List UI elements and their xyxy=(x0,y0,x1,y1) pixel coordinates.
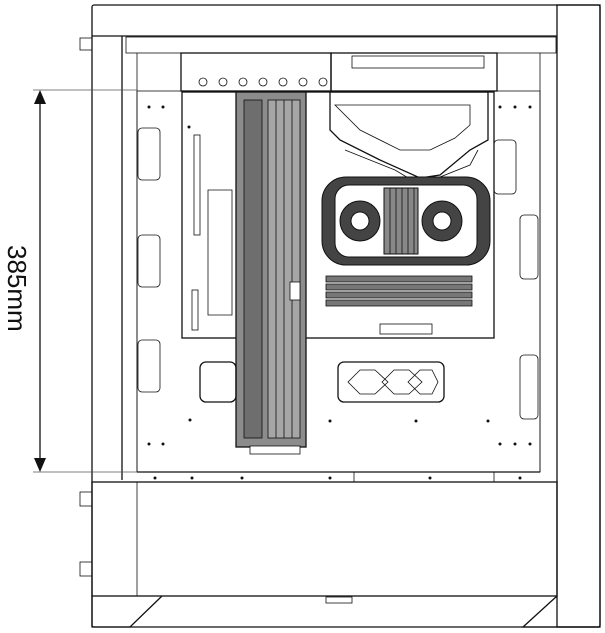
motherboard xyxy=(181,91,495,339)
psu-shroud xyxy=(91,481,558,597)
case-outer-frame xyxy=(91,4,601,628)
top-screws xyxy=(198,77,328,87)
height-dimension xyxy=(33,89,137,473)
ram-modules xyxy=(325,275,473,307)
case-feet xyxy=(91,595,600,628)
front-glass-panel xyxy=(556,4,601,628)
cable-cutout-1 xyxy=(137,127,161,181)
rear-port-bottom xyxy=(79,561,93,577)
lower-vent-left xyxy=(199,361,237,403)
psu-top-bay xyxy=(330,52,498,92)
vertical-gpu xyxy=(235,91,307,455)
lower-vent-center xyxy=(337,361,445,403)
rear-port-top xyxy=(79,37,93,51)
standoff-dots xyxy=(147,105,532,480)
atx-connector xyxy=(379,323,433,335)
cable-cutout-3 xyxy=(137,339,161,393)
cpu-cooler xyxy=(321,176,491,266)
cable-cutout-6 xyxy=(519,354,539,420)
rear-port-mid xyxy=(79,491,93,507)
cable-cutout-5 xyxy=(519,214,539,280)
cable-cutout-4 xyxy=(493,139,517,195)
dimension-label: 385mm xyxy=(2,245,32,332)
top-bracket xyxy=(180,52,332,92)
cable-cutout-2 xyxy=(137,234,161,288)
